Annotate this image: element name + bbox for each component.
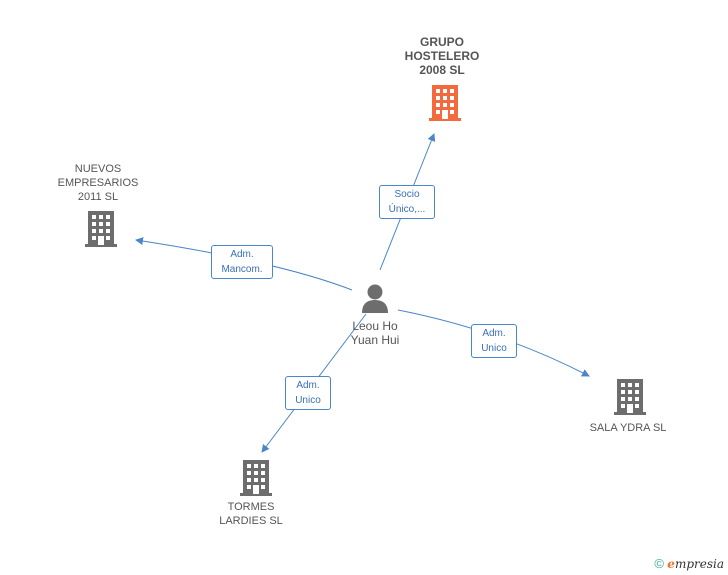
- center-person-label[interactable]: Leou Ho Yuan Hui: [350, 319, 400, 347]
- node-label-tormes[interactable]: TORMES LARDIES SL: [219, 501, 283, 527]
- building-icon[interactable]: [614, 379, 646, 415]
- person-icon[interactable]: [361, 284, 389, 314]
- building-icon[interactable]: [240, 460, 272, 496]
- edge-label-sala[interactable]: Adm. Unico: [471, 324, 517, 358]
- node-label-nuevos[interactable]: NUEVOS EMPRESARIOS 2011 SL: [57, 163, 139, 203]
- copyright-icon: ©: [654, 556, 664, 571]
- building-icon[interactable]: [429, 85, 461, 121]
- edge-label-nuevos[interactable]: Adm. Mancom.: [211, 245, 273, 279]
- footer-brand: © empresia: [654, 556, 724, 571]
- edge-label-tormes[interactable]: Adm. Unico: [285, 376, 331, 410]
- building-icon[interactable]: [85, 211, 117, 247]
- node-label-grupo[interactable]: GRUPO HOSTELERO 2008 SL: [404, 35, 480, 77]
- edge-label-grupo[interactable]: Socio Único,...: [379, 185, 435, 219]
- brand-logo: empresia: [667, 557, 724, 571]
- node-label-sala[interactable]: SALA YDRA SL: [589, 422, 667, 434]
